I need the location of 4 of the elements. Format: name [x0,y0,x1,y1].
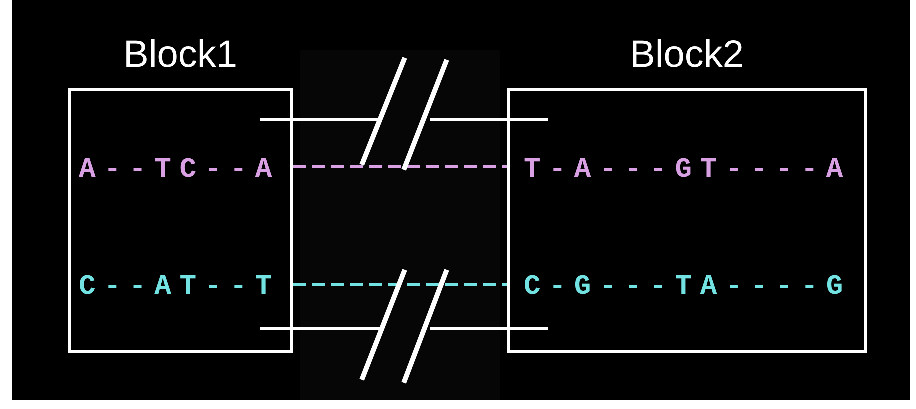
block-title: Block2 [628,33,746,77]
block-title: Block1 [122,33,239,77]
dashed-connector [293,166,507,168]
dashed-connector [293,284,507,286]
